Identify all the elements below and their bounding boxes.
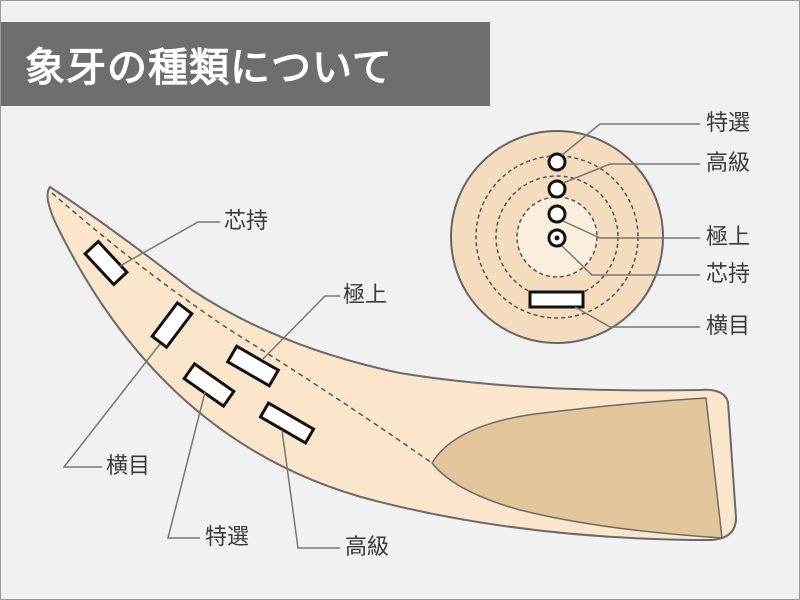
label-gokujo: 極上: [343, 283, 388, 308]
leader-gokujo: [261, 295, 340, 361]
tusk-core-line: [51, 192, 433, 464]
tusk-sample-shinmochi: [82, 239, 130, 287]
label-shinmochi: 芯持: [224, 209, 269, 234]
cs-leader-shinmochi: [561, 245, 700, 276]
cs-leader-kokyu: [562, 163, 700, 184]
cs-sample-kokyu: [547, 179, 567, 199]
cs-leader-tokusen: [561, 123, 700, 156]
cs-center-dot: [554, 235, 560, 241]
cs-sample-tokusen: [547, 152, 567, 172]
leader-shinmochi: [119, 221, 220, 267]
cs-sample-gokujo: [547, 204, 567, 224]
tusk-sample-tokusen: [182, 361, 236, 409]
title-banner: 象牙の種類について: [1, 22, 490, 106]
tusk-sample-kokyu: [258, 401, 316, 445]
tusk-sample-yokome: [150, 300, 194, 350]
cs-leader-yokome: [574, 306, 700, 328]
label-tokusen: 特選: [205, 525, 250, 550]
tusk-sample-gokujo: [225, 344, 281, 388]
tusk-cavity: [431, 397, 723, 539]
cs-label-yokome: 横目: [706, 314, 751, 339]
leader-tokusen: [167, 391, 206, 539]
cs-label-tokusen: 特選: [706, 111, 751, 136]
leader-yokome: [62, 343, 161, 468]
cs-sample-yokome: [528, 290, 585, 309]
cs-label-shinmochi: 芯持: [706, 262, 751, 287]
page-title: 象牙の種類について: [25, 45, 393, 91]
label-yokome: 横目: [106, 454, 151, 479]
label-kokyu: 高級: [345, 535, 390, 560]
leader-kokyu: [281, 429, 340, 549]
cs-label-kokyu: 高級: [706, 151, 751, 176]
ring-kokyu: [495, 175, 619, 299]
cs-leader-gokujo: [562, 220, 700, 239]
cs-label-gokujo: 極上: [706, 225, 751, 250]
